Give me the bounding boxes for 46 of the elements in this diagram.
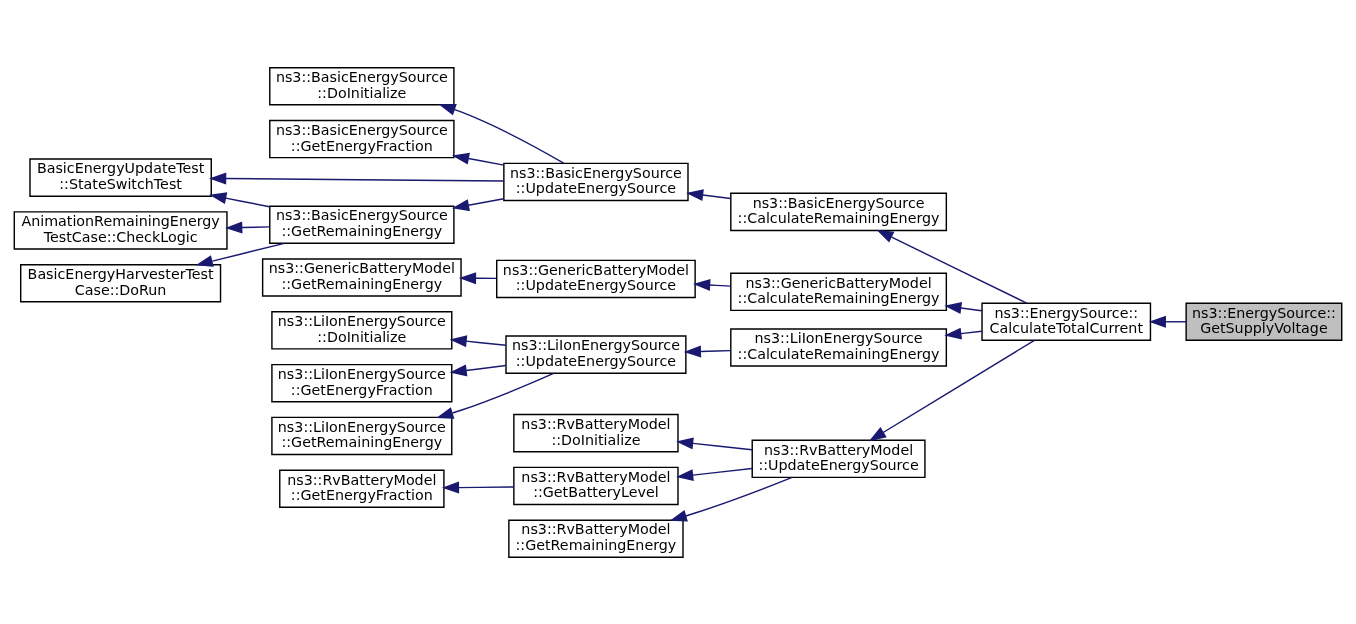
- node-box: ns3::RvBatteryModel ::UpdateEnergySource: [751, 439, 926, 478]
- arrow: [676, 467, 753, 481]
- arrow: [676, 436, 753, 450]
- node-box: ns3::LiIonEnergySource ::GetEnergyFraction: [271, 363, 453, 402]
- node-box: ns3::GenericBatteryModel ::GetRemainingEnergy: [261, 257, 462, 297]
- node-box: ns3::BasicEnergySource ::CalculateRemainingEnergy: [730, 192, 948, 231]
- node-box: ns3::LiIonEnergySource ::UpdateEnergySource: [505, 334, 687, 374]
- arrow: [209, 191, 271, 207]
- arrow: [693, 278, 732, 291]
- arrow: [449, 334, 507, 347]
- arrow: [452, 152, 505, 166]
- node-box: AnimationRemainingEnergy TestCase::CheckLogic: [13, 210, 228, 250]
- node-box: BasicEnergyUpdateTest ::StateSwitchTest: [29, 157, 212, 197]
- node-box: ns3::BasicEnergySource ::GetEnergyFraction: [269, 119, 455, 158]
- arrow: [195, 242, 286, 267]
- arrow: [438, 103, 565, 164]
- arrow: [686, 188, 732, 201]
- arrow: [209, 172, 505, 185]
- node-box: ns3::GenericBatteryModel ::UpdateEnergySource: [496, 259, 696, 298]
- arrow: [225, 221, 271, 234]
- node-box: ns3::LiIonEnergySource ::CalculateRemainingEnergy: [730, 327, 948, 367]
- arrow: [441, 481, 515, 494]
- node-box: ns3::RvBatteryModel ::GetEnergyFraction: [279, 469, 445, 508]
- node-box: ns3::BasicEnergySource ::GetRemainingEnergy: [269, 204, 455, 244]
- node-box: ns3::BasicEnergySource ::UpdateEnergySource: [503, 162, 689, 201]
- arrow: [458, 271, 498, 284]
- arrow: [449, 363, 507, 376]
- arrow: [683, 345, 732, 357]
- arrow: [436, 372, 555, 419]
- node-box: ns3::RvBatteryModel ::DoInitialize: [513, 413, 679, 452]
- node-box: ns3::RvBatteryModel ::GetBatteryLevel: [513, 466, 679, 505]
- node-box: ns3::LiIonEnergySource ::DoInitialize: [271, 310, 453, 350]
- arrow: [669, 476, 793, 522]
- node-box: ns3::GenericBatteryModel ::CalculateRemainingEnergy: [730, 272, 948, 311]
- arrow: [452, 197, 505, 211]
- arrow: [868, 339, 1035, 441]
- node-box: ns3::LiIonEnergySource ::GetRemainingEnergy: [271, 416, 453, 455]
- node-box: ns3::EnergySource:: GetSupplyVoltage: [1185, 302, 1343, 341]
- node-box: ns3::BasicEnergySource ::DoInitialize: [269, 66, 455, 106]
- arrow: [1148, 315, 1187, 328]
- arrow: [944, 327, 983, 340]
- arrow: [876, 229, 1028, 304]
- node-box: ns3::EnergySource:: CalculateTotalCurrent: [981, 302, 1152, 341]
- node-box: BasicEnergyHarvesterTest Case::DoRun: [20, 263, 222, 302]
- node-box: ns3::RvBatteryModel ::GetRemainingEnergy: [508, 518, 684, 558]
- arrow: [944, 301, 983, 314]
